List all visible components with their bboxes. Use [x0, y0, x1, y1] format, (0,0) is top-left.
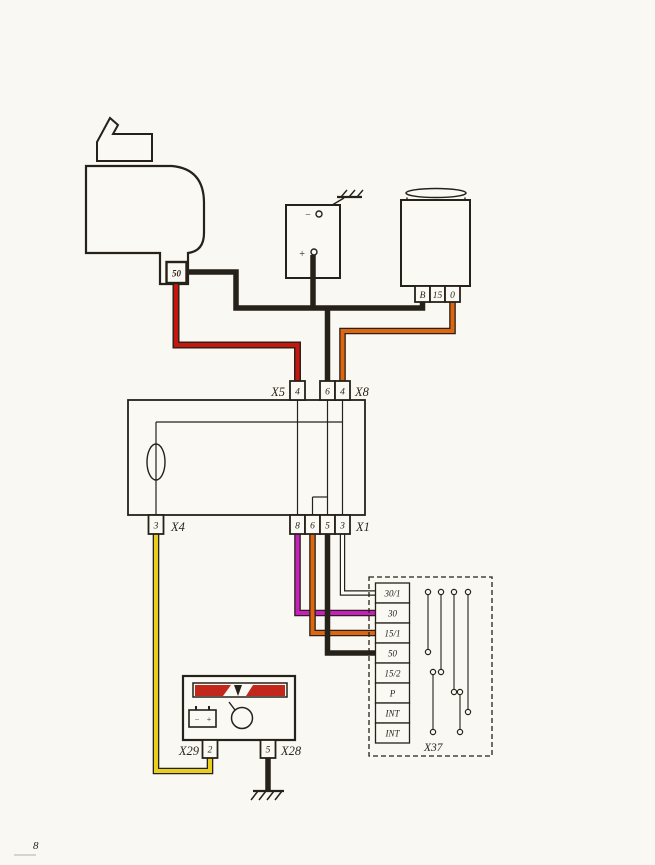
x37-row-50: 50 [388, 649, 398, 659]
battery-minus-label: − [305, 210, 312, 221]
battery-plus-label: + [299, 249, 306, 260]
ground-symbol-bottom [250, 789, 284, 801]
connector-x4: 3 X4 [147, 514, 185, 535]
x37-switch-contacts [424, 588, 472, 736]
x37-dashed-border [368, 576, 493, 757]
page-number: 8 [33, 840, 39, 852]
ignition-switch-body [84, 164, 206, 286]
x37-row-int-2: INT [384, 729, 400, 739]
control-unit [127, 399, 366, 516]
connector-x1-label: X1 [355, 520, 370, 534]
connector-x29-pin-2: 2 [208, 746, 213, 756]
x37-row-30: 30 [387, 609, 398, 619]
connector-x8-label: X8 [354, 385, 370, 399]
gauge-needle-icon [234, 685, 242, 696]
red-wire [173, 283, 300, 381]
battery-warning-icon: − + [188, 706, 217, 728]
switch-contact-table-x37: 30/1 30 15/1 50 15/2 P INT INT [368, 576, 493, 757]
x37-row-p: P [389, 689, 396, 699]
gauge-red-zone-right [246, 685, 285, 696]
orange-wire-bottom [310, 534, 376, 635]
x37-row-30-1: 30/1 [383, 589, 400, 599]
ignition-coil-component [400, 187, 471, 287]
ignition-switch-top-shape [96, 116, 153, 162]
battery-plus-terminal [310, 248, 318, 256]
connector-x8: 6 4 X8 [319, 380, 370, 401]
orange-wire-top [340, 302, 455, 381]
fuse-icon [146, 443, 166, 481]
page-footer: 8 [14, 840, 39, 856]
connector-x8-pin-6: 6 [325, 388, 330, 398]
connector-x4-label: X4 [170, 520, 185, 534]
gauge-red-zone-left [195, 685, 231, 696]
black-wire-supply [186, 269, 426, 311]
x37-row-15-1: 15/1 [384, 629, 400, 639]
battery-minus-terminal [315, 210, 323, 218]
connector-x28-pin-5: 5 [266, 746, 271, 756]
connector-x1-pin-8: 8 [295, 522, 300, 532]
control-unit-body [127, 399, 366, 516]
connector-x29-label: X29 [178, 744, 200, 758]
connector-x1-pin-6: 6 [310, 522, 315, 532]
connector-x28-label: X28 [280, 744, 302, 758]
connector-x1-pin-5: 5 [325, 522, 330, 532]
magenta-wire [295, 534, 376, 615]
battery-terminals: − + [299, 210, 323, 260]
wires [152, 255, 456, 791]
control-unit-internal-wiring [146, 400, 344, 515]
instrument-cluster: − + [181, 674, 297, 742]
connector-x5: X5 4 [270, 380, 306, 401]
connector-x4-pin-3: 3 [153, 522, 159, 532]
white-wire [341, 534, 376, 595]
coil-terminal-15: 15 [433, 291, 443, 301]
connector-x5-pin-4: 4 [295, 388, 300, 398]
connector-x8-pin-4: 4 [340, 388, 345, 398]
yellow-wire [154, 534, 212, 773]
connector-x29: X29 2 [178, 739, 219, 759]
ignition-switch-component [84, 116, 206, 286]
x37-row-int-1: INT [384, 709, 400, 719]
x37-row-15-2: 15/2 [384, 669, 401, 679]
connector-x1-pin-3: 3 [339, 522, 345, 532]
coil-body [400, 199, 471, 287]
terminal-50-label: 50 [172, 269, 182, 279]
coil-cap [405, 187, 467, 199]
x37-label: X37 [423, 742, 444, 754]
gauge-dial-icon [230, 706, 254, 730]
battery-symbol-plus: + [206, 715, 211, 724]
terminal-50: 50 [165, 260, 188, 285]
coil-terminals: B 15 0 [414, 285, 461, 303]
connector-x5-label: X5 [270, 385, 285, 399]
black-wire-to-row-50 [324, 534, 376, 656]
connector-x1: 8 6 5 3 X1 [289, 514, 370, 535]
connector-x28: 5 X28 [259, 739, 302, 759]
coil-terminal-b: B [420, 291, 426, 301]
battery-symbol-minus: − [194, 715, 199, 724]
coil-terminal-0: 0 [450, 291, 455, 301]
